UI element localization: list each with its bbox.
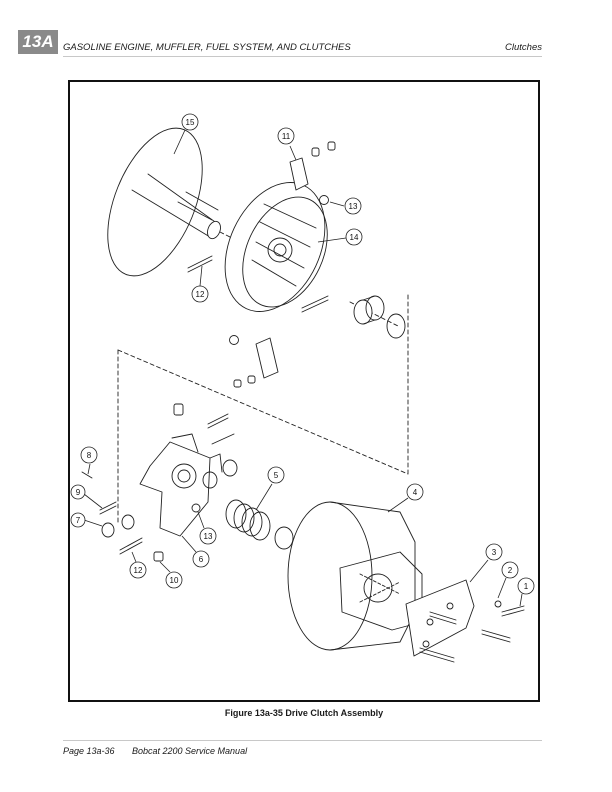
callout-9: 9 [70,484,103,509]
svg-text:9: 9 [76,488,81,497]
callout-4: 4 [387,483,424,513]
callout-13-bottom: 13 [197,511,217,545]
callout-12-bottom: 12 [129,551,147,579]
weight-top-drawing [289,141,336,191]
spider-drawing [139,433,223,537]
callout-8: 8 [80,446,98,475]
callout-13-top: 13 [329,197,362,215]
svg-text:12: 12 [196,290,205,299]
callout-1: 1 [517,577,535,607]
svg-text:5: 5 [274,471,279,480]
spring-drawing [225,499,271,541]
page-number: Page 13a-36 [63,746,115,756]
callout-11: 11 [277,127,297,161]
callout-14: 14 [317,228,363,246]
callout-2: 2 [497,561,519,599]
header-rule [63,56,542,57]
svg-text:2: 2 [508,566,513,575]
section-topic: Clutches [505,42,542,53]
drive-clutch-diagram: 15 11 13 14 12 8 9 7 13 12 10 6 5 4 3 2 … [70,113,535,663]
movable-sheave-drawing [224,182,328,312]
chapter-tab: 13A [18,30,58,54]
svg-text:7: 7 [76,516,81,525]
svg-text:6: 6 [199,555,204,564]
callout-15: 15 [173,113,199,155]
footer-rule [63,740,542,741]
svg-text:4: 4 [413,488,418,497]
figure-frame: 15 11 13 14 12 8 9 7 13 12 10 6 5 4 3 2 … [68,80,540,702]
svg-text:8: 8 [87,451,92,460]
callout-5: 5 [255,466,285,511]
svg-text:1: 1 [524,582,529,591]
svg-text:15: 15 [186,118,195,127]
callout-7: 7 [70,512,103,528]
cover-drawing [287,501,423,651]
svg-text:3: 3 [492,548,497,557]
callout-10: 10 [159,561,183,589]
callout-12-top: 12 [191,265,209,303]
fixed-sheave-drawing [107,127,221,277]
cover-plate-drawing [405,579,475,663]
svg-text:13: 13 [204,532,213,541]
svg-text:13: 13 [349,202,358,211]
manual-title: Bobcat 2200 Service Manual [132,746,248,756]
callout-3: 3 [469,543,503,583]
callout-6: 6 [181,535,210,568]
svg-text:11: 11 [282,132,291,141]
section-title: GASOLINE ENGINE, MUFFLER, FUEL SYSTEM, A… [63,42,351,53]
svg-text:10: 10 [170,576,179,585]
svg-text:14: 14 [350,233,359,242]
figure-caption: Figure 13a-35 Drive Clutch Assembly [224,708,384,718]
svg-text:12: 12 [134,566,143,575]
bushing-drawing [353,295,406,339]
